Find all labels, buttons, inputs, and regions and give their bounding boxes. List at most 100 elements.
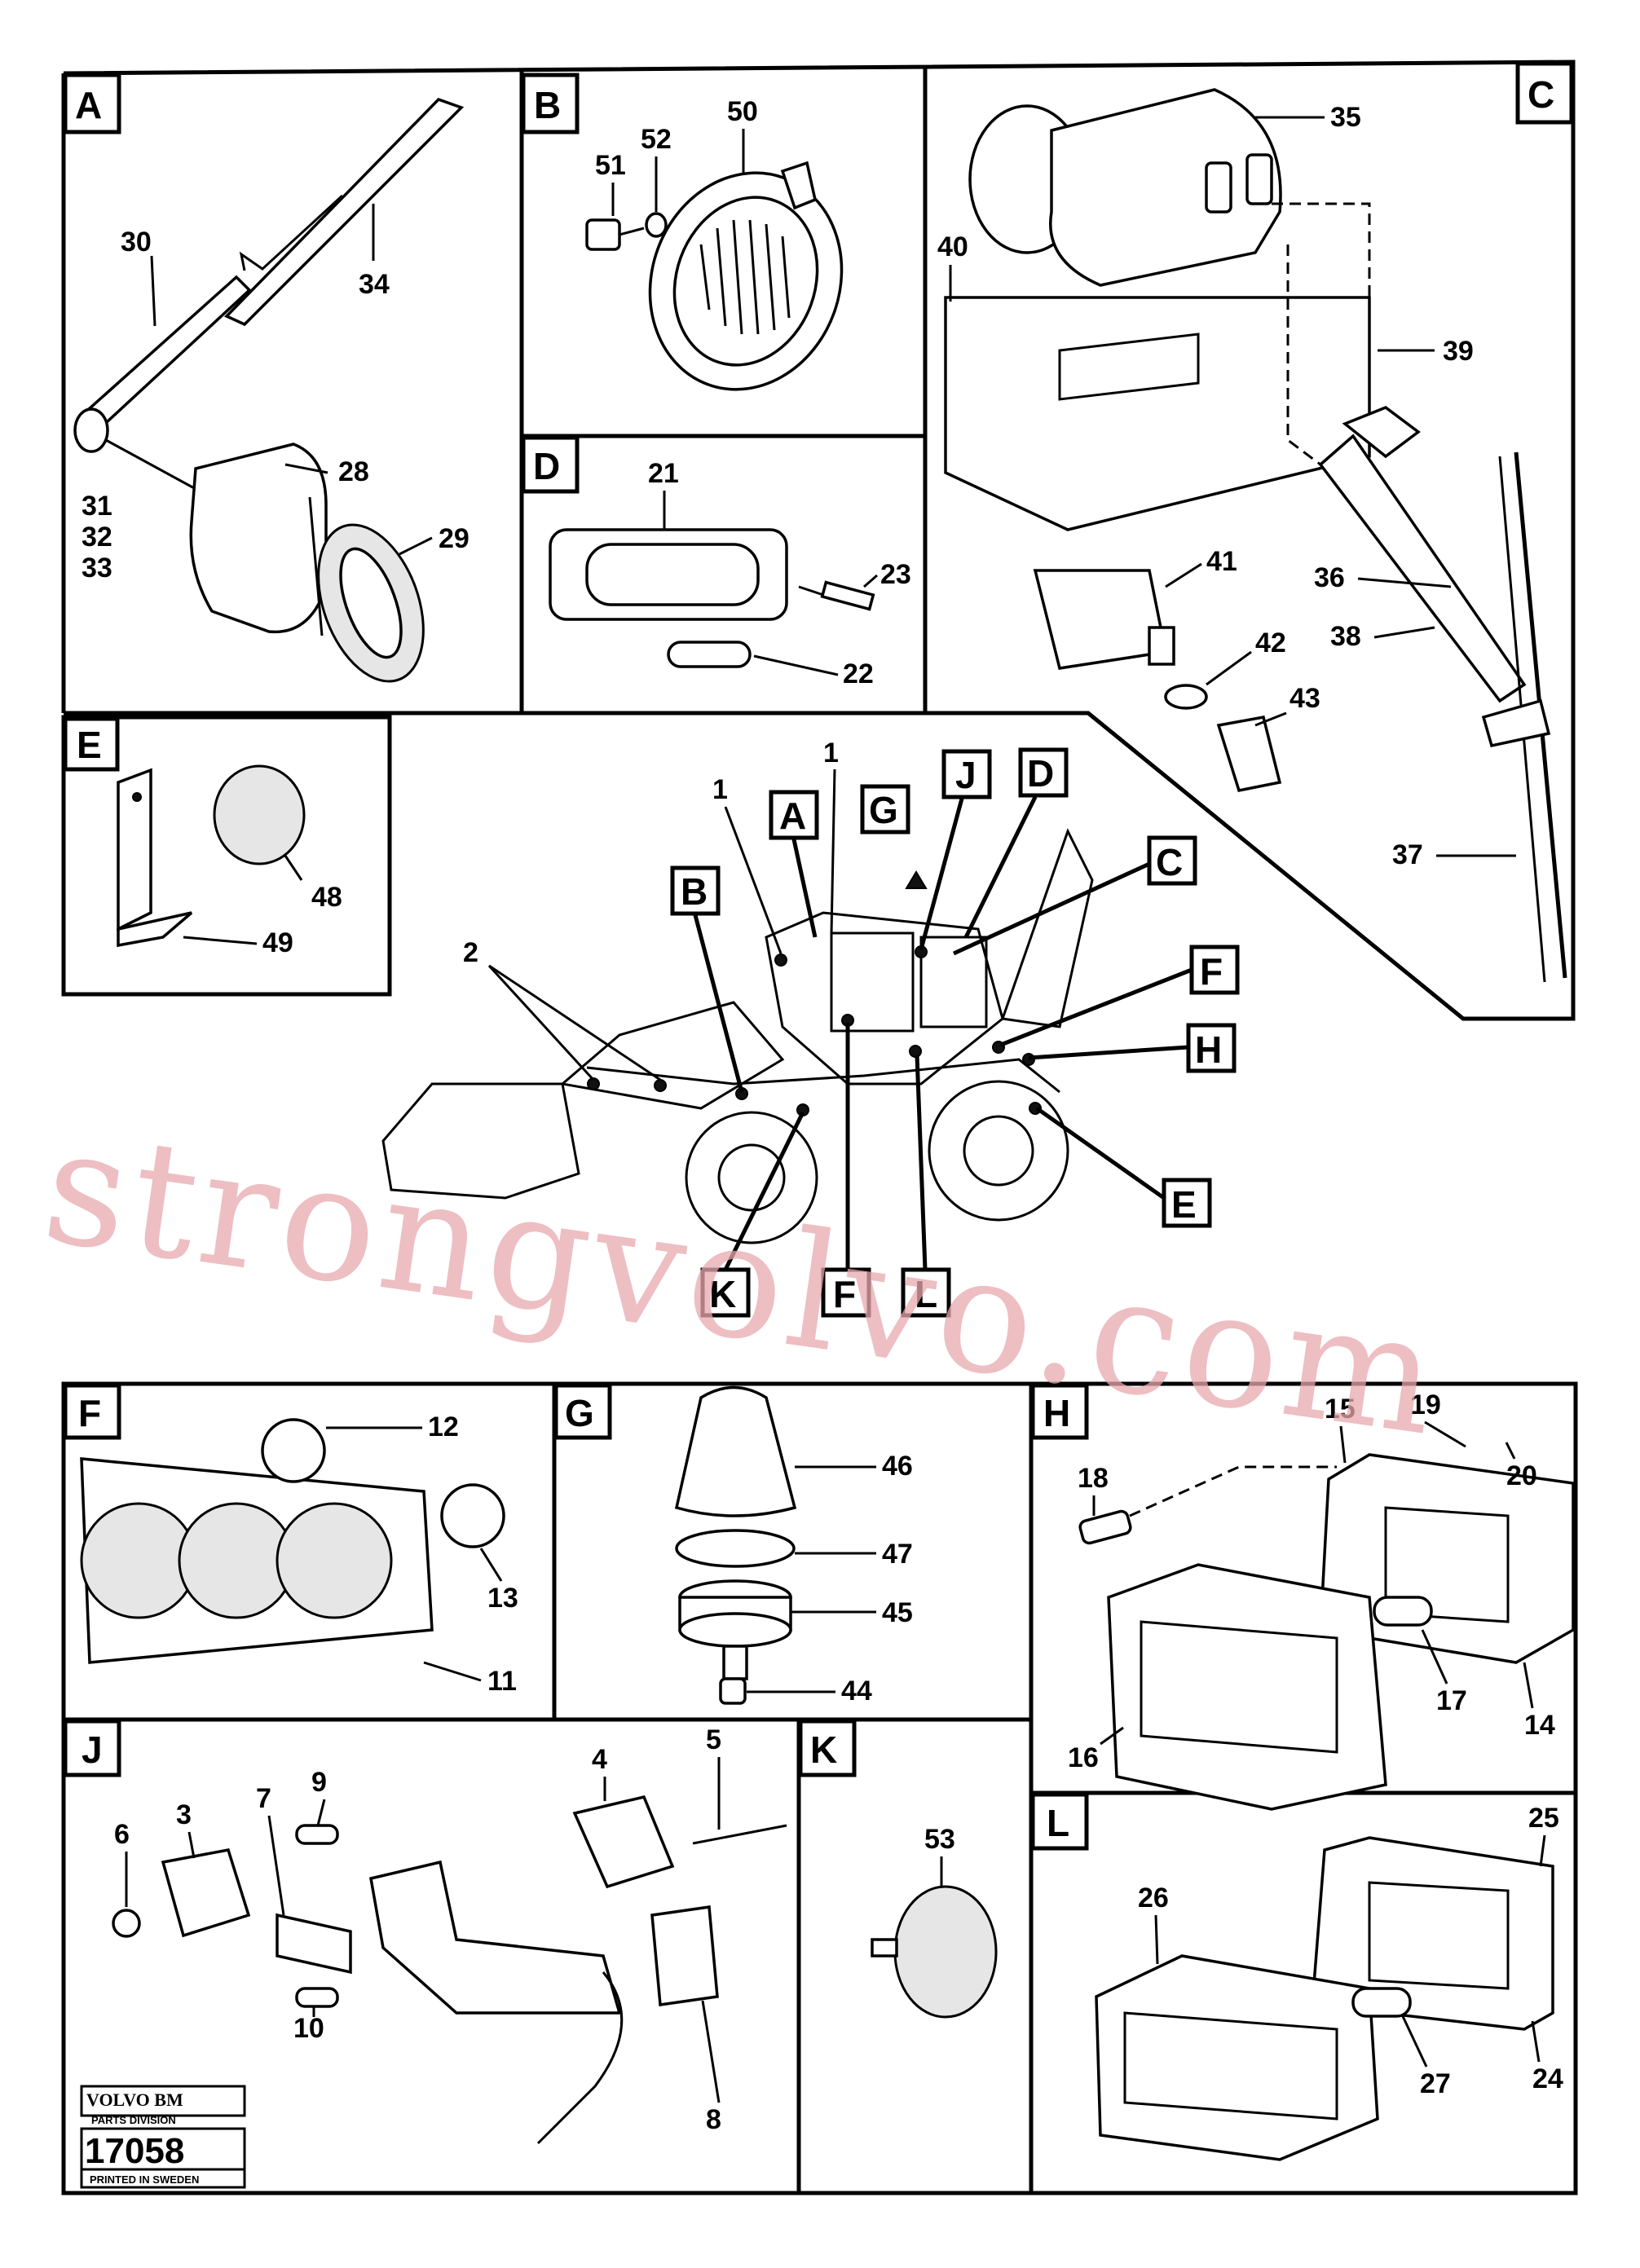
part-number-27: 27	[1420, 2068, 1451, 2099]
part-number-40: 40	[937, 231, 968, 262]
panel-label-a: A	[75, 84, 102, 126]
overview-callout-a: A	[779, 795, 806, 837]
part-number-15: 15	[1325, 1394, 1356, 1425]
panel-label-e: E	[77, 724, 102, 766]
part-number-32: 32	[82, 522, 112, 553]
panel-label-c: C	[1528, 73, 1554, 116]
panel-label-d: D	[533, 445, 560, 487]
part-number-11: 11	[487, 1666, 517, 1697]
part-number-35: 35	[1330, 102, 1361, 133]
part-number-13: 13	[487, 1583, 518, 1614]
part-number-39: 39	[1443, 336, 1474, 367]
overview-callout-h: H	[1195, 1028, 1222, 1071]
panel-h-callouts: 15 19 20 18 17 14 16	[1068, 1389, 1555, 1773]
panel-frames	[61, 59, 1578, 2195]
panel-label-j: J	[82, 1729, 103, 1771]
part-number-25: 25	[1528, 1803, 1559, 1834]
part-number-29: 29	[439, 523, 470, 554]
panel-f-callouts: 12 13 11	[326, 1411, 518, 1697]
panel-f-lamp-drawing	[80, 1418, 505, 1664]
part-number-4: 4	[592, 1744, 607, 1775]
panel-c-wiper-drawing	[944, 88, 1567, 983]
part-number-51: 51	[595, 150, 626, 181]
part-number-33: 33	[82, 553, 112, 584]
part-number-16: 16	[1068, 1742, 1099, 1773]
overview-callout-e: E	[1171, 1183, 1197, 1226]
part-number-50: 50	[727, 96, 758, 127]
panel-j-callouts: 6 3 7 9 10 4 5 8	[114, 1724, 721, 2135]
part-number-24: 24	[1532, 2063, 1563, 2094]
panel-a-callouts: 30 34 28 29 31 32 33	[82, 204, 470, 584]
part-number-30: 30	[121, 227, 152, 258]
part-number-10: 10	[293, 2013, 324, 2044]
overview-callout-k: K	[709, 1273, 736, 1315]
machine-overview-drawing	[381, 828, 1094, 1244]
part-number-47: 47	[882, 1539, 913, 1570]
part-number-38: 38	[1330, 621, 1361, 652]
part-number-8: 8	[706, 2104, 721, 2135]
panel-d-lamp-drawing	[549, 528, 875, 668]
part-number-12: 12	[428, 1411, 459, 1442]
title-division: PARTS DIVISION	[91, 2114, 176, 2126]
part-number-48: 48	[311, 882, 342, 913]
overview-callout-c: C	[1156, 841, 1183, 883]
part-number-42: 42	[1255, 628, 1286, 658]
part-number-31: 31	[82, 491, 112, 522]
title-block: VOLVO BM PARTS DIVISION 17058 PRINTED IN…	[80, 2085, 246, 2189]
title-number: 17058	[85, 2131, 184, 2171]
part-number-28: 28	[338, 456, 369, 487]
overview-callout-g: G	[869, 789, 898, 831]
panel-label-f: F	[78, 1392, 101, 1434]
overview-callout-d: D	[1027, 752, 1054, 795]
part-number-3: 3	[176, 1799, 192, 1830]
part-number-37: 37	[1392, 839, 1423, 870]
title-brand: VOLVO BM	[86, 2090, 183, 2110]
part-number-5: 5	[706, 1724, 721, 1755]
panel-l-callouts: 25 26 24 27	[1138, 1803, 1563, 2099]
panel-a-wiper-drawing	[73, 97, 465, 683]
panel-b-horn-drawing	[585, 161, 844, 391]
panel-b-callouts: 51 52 50	[595, 96, 758, 216]
panel-l-worklamp-drawing	[1095, 1836, 1554, 2161]
part-number-49: 49	[262, 927, 293, 958]
part-number-41: 41	[1206, 546, 1237, 577]
part-number-7: 7	[256, 1783, 271, 1814]
panel-c-callouts: 35 40 39 41 36 38 42 43 37	[937, 102, 1516, 870]
part-number-21: 21	[648, 458, 679, 489]
overview-number-1a: 1	[712, 774, 728, 805]
part-number-53: 53	[924, 1824, 955, 1855]
panel-d-callouts: 21 23 22	[648, 458, 911, 689]
part-number-22: 22	[843, 658, 874, 689]
panel-g-callouts: 46 47 45 44	[747, 1451, 913, 1707]
panel-e-callouts: 48 49	[183, 855, 342, 958]
part-number-17: 17	[1436, 1685, 1467, 1716]
part-number-19: 19	[1410, 1389, 1441, 1420]
part-number-46: 46	[882, 1451, 913, 1482]
panel-label-b: B	[534, 84, 561, 126]
overview-number-1b: 1	[823, 738, 839, 768]
part-number-45: 45	[882, 1597, 913, 1628]
panel-label-h: H	[1043, 1392, 1070, 1434]
overview-callout-b: B	[681, 870, 708, 913]
panel-k-reflector-drawing	[871, 1885, 998, 2019]
panel-e-reflector-drawing	[117, 764, 306, 948]
overview-callout-j: J	[955, 754, 977, 796]
panel-k-callouts: 53	[924, 1824, 955, 1887]
overview-callout-l: L	[915, 1273, 937, 1315]
panel-h-worklamp-drawing	[1078, 1453, 1575, 1811]
panel-g-beacon-drawing	[674, 1385, 797, 1705]
part-number-26: 26	[1138, 1883, 1169, 1913]
part-number-34: 34	[359, 269, 390, 300]
panel-label-l: L	[1047, 1802, 1069, 1844]
overview-callouts: A B C D E F G J H K F L 1	[463, 738, 1240, 1318]
part-number-18: 18	[1078, 1463, 1109, 1494]
part-number-44: 44	[841, 1676, 872, 1707]
part-number-6: 6	[114, 1819, 130, 1850]
overview-callout-f: F	[1200, 950, 1223, 993]
part-number-52: 52	[641, 124, 672, 155]
panel-j-marker-drawing	[112, 1795, 787, 2145]
panel-letter-boxes: A B C D E F G H J K L	[63, 61, 1574, 1851]
part-number-9: 9	[311, 1767, 327, 1798]
